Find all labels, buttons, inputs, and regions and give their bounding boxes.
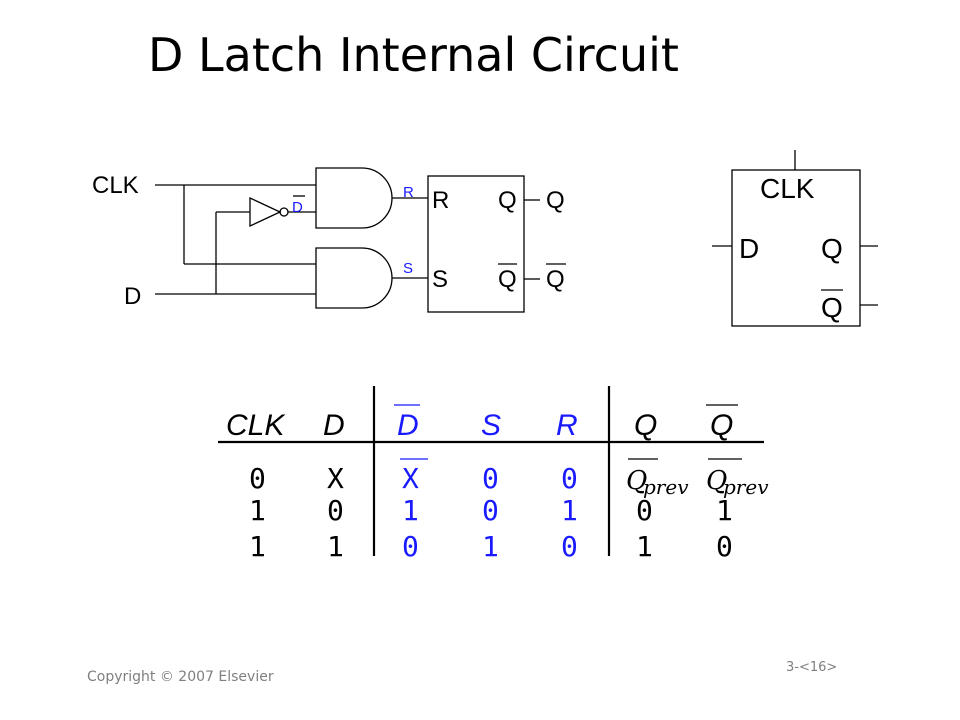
clk-label: CLK: [92, 172, 139, 199]
and-gate-r: [315, 167, 393, 229]
row2-s: 0: [482, 494, 499, 527]
header-dbar: D: [397, 409, 419, 442]
copyright-notice: Copyright © 2007 Elsevier: [87, 669, 274, 685]
row2-d: 0: [327, 494, 344, 527]
sr-q-label: Q: [498, 187, 517, 214]
row3-q: 1: [636, 530, 653, 563]
row3-clk: 1: [249, 530, 266, 563]
d-label: D: [124, 283, 141, 310]
header-r: R: [556, 409, 578, 442]
symbol-d-label: D: [739, 233, 759, 264]
row1-d: X: [327, 462, 344, 495]
symbol-q-label: Q: [821, 233, 843, 264]
s-wire-label: S: [403, 260, 413, 277]
sr-latch-box: [427, 175, 525, 313]
inverter-gate: [249, 196, 282, 228]
header-q: Q: [634, 409, 657, 442]
truth-table: CLK D D S R Q Q 0 X X 0 0 Q prev Q prev …: [218, 386, 769, 563]
latch-symbol-labels: CLK D Q Q: [739, 173, 843, 323]
row1-qbar: Q: [706, 466, 727, 496]
header-s: S: [481, 409, 501, 442]
and-gate-s: [315, 247, 393, 309]
row1-qbar-subscript: prev: [723, 475, 769, 499]
row1-dbar: X: [402, 462, 419, 495]
latch-symbol: [712, 150, 878, 327]
sr-qbar-label: Q: [498, 266, 517, 293]
row3-qbar: 0: [716, 530, 733, 563]
latch-circuit-labels: CLK D D R S R S Q Q Q Q: [92, 172, 565, 310]
out-q-label: Q: [546, 187, 565, 214]
row3-d: 1: [327, 530, 344, 563]
slide-title: D Latch Internal Circuit: [148, 28, 679, 82]
latch-symbol-box: [731, 169, 861, 327]
row2-dbar: 1: [402, 494, 419, 527]
out-qbar-label: Q: [546, 266, 565, 293]
sr-s-label: S: [432, 266, 448, 293]
row3-dbar: 0: [402, 530, 419, 563]
latch-circuit: [155, 167, 566, 313]
row1-s: 0: [482, 462, 499, 495]
row3-s: 1: [482, 530, 499, 563]
row1-q: Q: [626, 466, 647, 496]
row1-r: 0: [561, 462, 578, 495]
row2-q: 0: [636, 494, 653, 527]
symbol-clk-label: CLK: [760, 173, 815, 204]
row2-r: 1: [561, 494, 578, 527]
row3-r: 0: [561, 530, 578, 563]
row2-qbar: 1: [716, 494, 733, 527]
r-wire-label: R: [403, 184, 414, 201]
row2-clk: 1: [249, 494, 266, 527]
header-clk: CLK: [226, 409, 286, 442]
row1-clk: 0: [249, 462, 266, 495]
header-d: D: [323, 409, 345, 442]
page-number: 3-<16>: [786, 660, 838, 675]
header-qbar: Q: [710, 409, 733, 442]
dbar-label: D: [292, 199, 303, 216]
symbol-qbar-label: Q: [821, 292, 843, 323]
sr-r-label: R: [432, 187, 449, 214]
row1-q-subscript: prev: [643, 475, 689, 499]
